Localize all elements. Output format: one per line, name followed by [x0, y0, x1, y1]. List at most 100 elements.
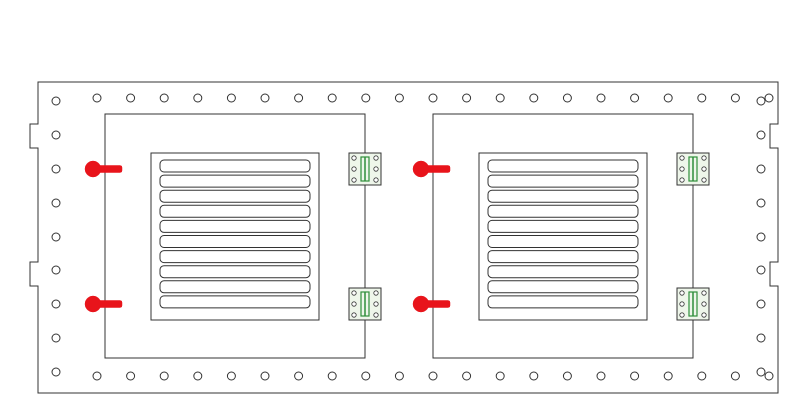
bolt-hole-icon	[663, 93, 673, 103]
bolt-hole-icon	[756, 367, 766, 377]
hinge-screw-hole	[373, 177, 379, 183]
bolt-hole-icon	[756, 198, 766, 208]
bolt-hole-icon	[428, 371, 438, 381]
hinge-screw-hole	[701, 166, 707, 172]
louver-slat	[159, 265, 311, 279]
bolt-hole-icon	[92, 93, 102, 103]
bolt-hole-icon	[428, 93, 438, 103]
bolt-hole-icon	[394, 93, 404, 103]
louver-slat	[159, 295, 311, 309]
bolt-hole-icon	[327, 371, 337, 381]
louver-slat	[487, 159, 639, 173]
bolt-hole-icon	[51, 333, 61, 343]
hinge-screw-hole	[351, 166, 357, 172]
bolt-hole-icon	[294, 371, 304, 381]
hinge-screw-hole	[373, 312, 379, 318]
hinge-screw-hole	[701, 301, 707, 307]
louver-slat	[159, 204, 311, 218]
bolt-hole-icon	[756, 232, 766, 242]
louver-slat	[487, 265, 639, 279]
hinge-screw-hole	[351, 177, 357, 183]
louver-slat	[487, 250, 639, 264]
handle-knob	[84, 295, 102, 313]
bolt-hole-icon	[630, 371, 640, 381]
bolt-hole-icon	[730, 93, 740, 103]
louver-slat	[159, 280, 311, 294]
louver-slat	[487, 174, 639, 188]
louver-vent	[150, 152, 320, 321]
hinge-screw-hole	[373, 301, 379, 307]
handle-knob	[84, 160, 102, 178]
louver-slat	[159, 189, 311, 203]
bolt-hole-icon	[562, 371, 572, 381]
bolt-hole-icon	[529, 371, 539, 381]
bolt-hole-icon	[756, 333, 766, 343]
bolt-hole-icon	[51, 198, 61, 208]
bolt-hole-icon	[51, 232, 61, 242]
bolt-hole-icon	[260, 93, 270, 103]
bolt-hole-icon	[730, 371, 740, 381]
bolt-hole-icon	[764, 93, 774, 103]
bolt-hole-icon	[764, 371, 774, 381]
bolt-hole-icon	[294, 93, 304, 103]
hinge-screw-hole	[373, 166, 379, 172]
hinge-screw-hole	[679, 312, 685, 318]
bolt-hole-icon	[495, 93, 505, 103]
bolt-hole-icon	[361, 371, 371, 381]
handle-knob	[412, 295, 430, 313]
bolt-hole-icon	[756, 299, 766, 309]
bolt-hole-icon	[495, 371, 505, 381]
bolt-hole-icon	[51, 367, 61, 377]
bolt-hole-icon	[92, 371, 102, 381]
bolt-hole-icon	[663, 371, 673, 381]
hinge-screw-hole	[679, 290, 685, 296]
hinge-screw-hole	[701, 290, 707, 296]
hinge-icon	[676, 287, 710, 321]
bolt-hole-icon	[327, 93, 337, 103]
louver-slat	[487, 235, 639, 248]
bolt-hole-icon	[126, 371, 136, 381]
bolt-hole-icon	[226, 93, 236, 103]
bolt-hole-icon	[630, 93, 640, 103]
door-handle-icon	[412, 295, 451, 313]
louver-slat	[487, 219, 639, 233]
louver-slat	[159, 159, 311, 173]
hinge-screw-hole	[351, 312, 357, 318]
louver-slat	[487, 189, 639, 203]
bolt-hole-icon	[756, 130, 766, 140]
bolt-hole-icon	[462, 371, 472, 381]
hinge-icon	[676, 152, 710, 186]
louver-slat	[487, 280, 639, 294]
hinge-screw-hole	[373, 155, 379, 161]
bolt-hole-icon	[193, 371, 203, 381]
hinge-screw-hole	[351, 155, 357, 161]
bolt-hole-icon	[126, 93, 136, 103]
bolt-hole-icon	[51, 265, 61, 275]
hinge-screw-hole	[679, 155, 685, 161]
bolt-hole-icon	[226, 371, 236, 381]
bolt-hole-icon	[51, 96, 61, 106]
bolt-hole-icon	[596, 93, 606, 103]
bolt-hole-icon	[462, 93, 472, 103]
hinge-screw-hole	[373, 290, 379, 296]
louver-slat	[159, 174, 311, 188]
door-panel-group	[84, 113, 710, 359]
hinge-screw-hole	[679, 301, 685, 307]
door-panel	[84, 113, 382, 359]
hinge-icon	[348, 287, 382, 321]
bolt-hole-icon	[697, 93, 707, 103]
bolt-hole-icon	[51, 130, 61, 140]
door-handle-icon	[84, 295, 123, 313]
hinge-screw-hole	[701, 312, 707, 318]
louver-slat	[159, 235, 311, 248]
door-handle-icon	[412, 160, 451, 178]
hinge-screw-hole	[679, 166, 685, 172]
hinge-screw-hole	[701, 155, 707, 161]
bolt-hole-icon	[159, 371, 169, 381]
bolt-hole-group	[51, 93, 774, 381]
bolt-hole-icon	[596, 371, 606, 381]
bolt-hole-icon	[756, 164, 766, 174]
louver-vent	[478, 152, 648, 321]
louver-slat	[487, 295, 639, 309]
bolt-hole-icon	[562, 93, 572, 103]
